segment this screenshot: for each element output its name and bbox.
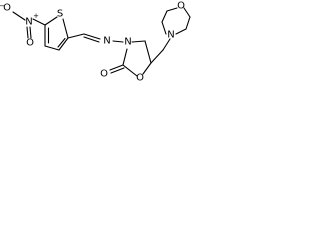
bond-morph-c3-c4 xyxy=(185,16,191,30)
bond-morph-n-c1 xyxy=(161,21,167,35)
bond-carbonyl-a xyxy=(109,64,124,71)
bond-nitro-o-double-b xyxy=(29,26,32,39)
bond-c2-o-ring xyxy=(122,64,138,77)
atom-o-carbonyl: O xyxy=(100,69,108,80)
bond-morph-o-c3 xyxy=(183,7,191,18)
atom-n-nitro: N xyxy=(25,17,32,28)
bond-c3-c4 xyxy=(44,45,60,51)
bond-morph-c1-c2 xyxy=(161,10,168,23)
atom-o-morpholine: O xyxy=(177,1,185,12)
bond-s-c2 xyxy=(62,18,69,39)
bond-c2-c3 xyxy=(58,37,69,51)
atom-n-imine: N xyxy=(103,36,110,47)
atom-n-morpholine: N xyxy=(167,30,174,41)
atom-o-ring: O xyxy=(136,73,144,84)
molecular-structure-diagram: O − N + O S N N O O N O xyxy=(0,1,191,84)
atom-labels: O − N + O S N N O O N O xyxy=(0,1,185,84)
bond-ch-n-imine-b xyxy=(83,36,100,43)
bond-c5-s xyxy=(44,16,58,26)
bond-nitro-o-minus xyxy=(12,11,26,21)
bonds xyxy=(12,7,191,77)
bond-n-ring-c2 xyxy=(122,48,128,66)
bond-c2-c3-double xyxy=(57,37,66,48)
atom-o-double: O xyxy=(26,38,34,49)
bond-nitro-c5 xyxy=(32,18,46,26)
bond-c5-ch2 xyxy=(150,49,164,64)
bond-o-ring-c5 xyxy=(142,62,152,75)
charge-plus: + xyxy=(33,12,39,20)
atom-n-ring: N xyxy=(124,37,131,48)
bond-morph-c4-n xyxy=(175,28,187,35)
bond-carbonyl-b xyxy=(110,67,125,74)
atom-o-minus: O xyxy=(3,3,11,14)
bond-morph-c2-o xyxy=(166,7,178,12)
bond-c2-ch xyxy=(67,33,85,39)
bond-n-imine-n-ring xyxy=(112,40,124,43)
bond-ch2-n-morph xyxy=(162,38,171,51)
bond-c5-c4 xyxy=(144,40,152,64)
bond-c4-n-ring xyxy=(131,40,146,43)
bond-nitro-o-double-a xyxy=(26,26,29,39)
bond-ch-n-imine-a xyxy=(83,33,101,40)
charge-minus: − xyxy=(0,2,5,10)
atom-s-thiophene: S xyxy=(57,9,63,20)
